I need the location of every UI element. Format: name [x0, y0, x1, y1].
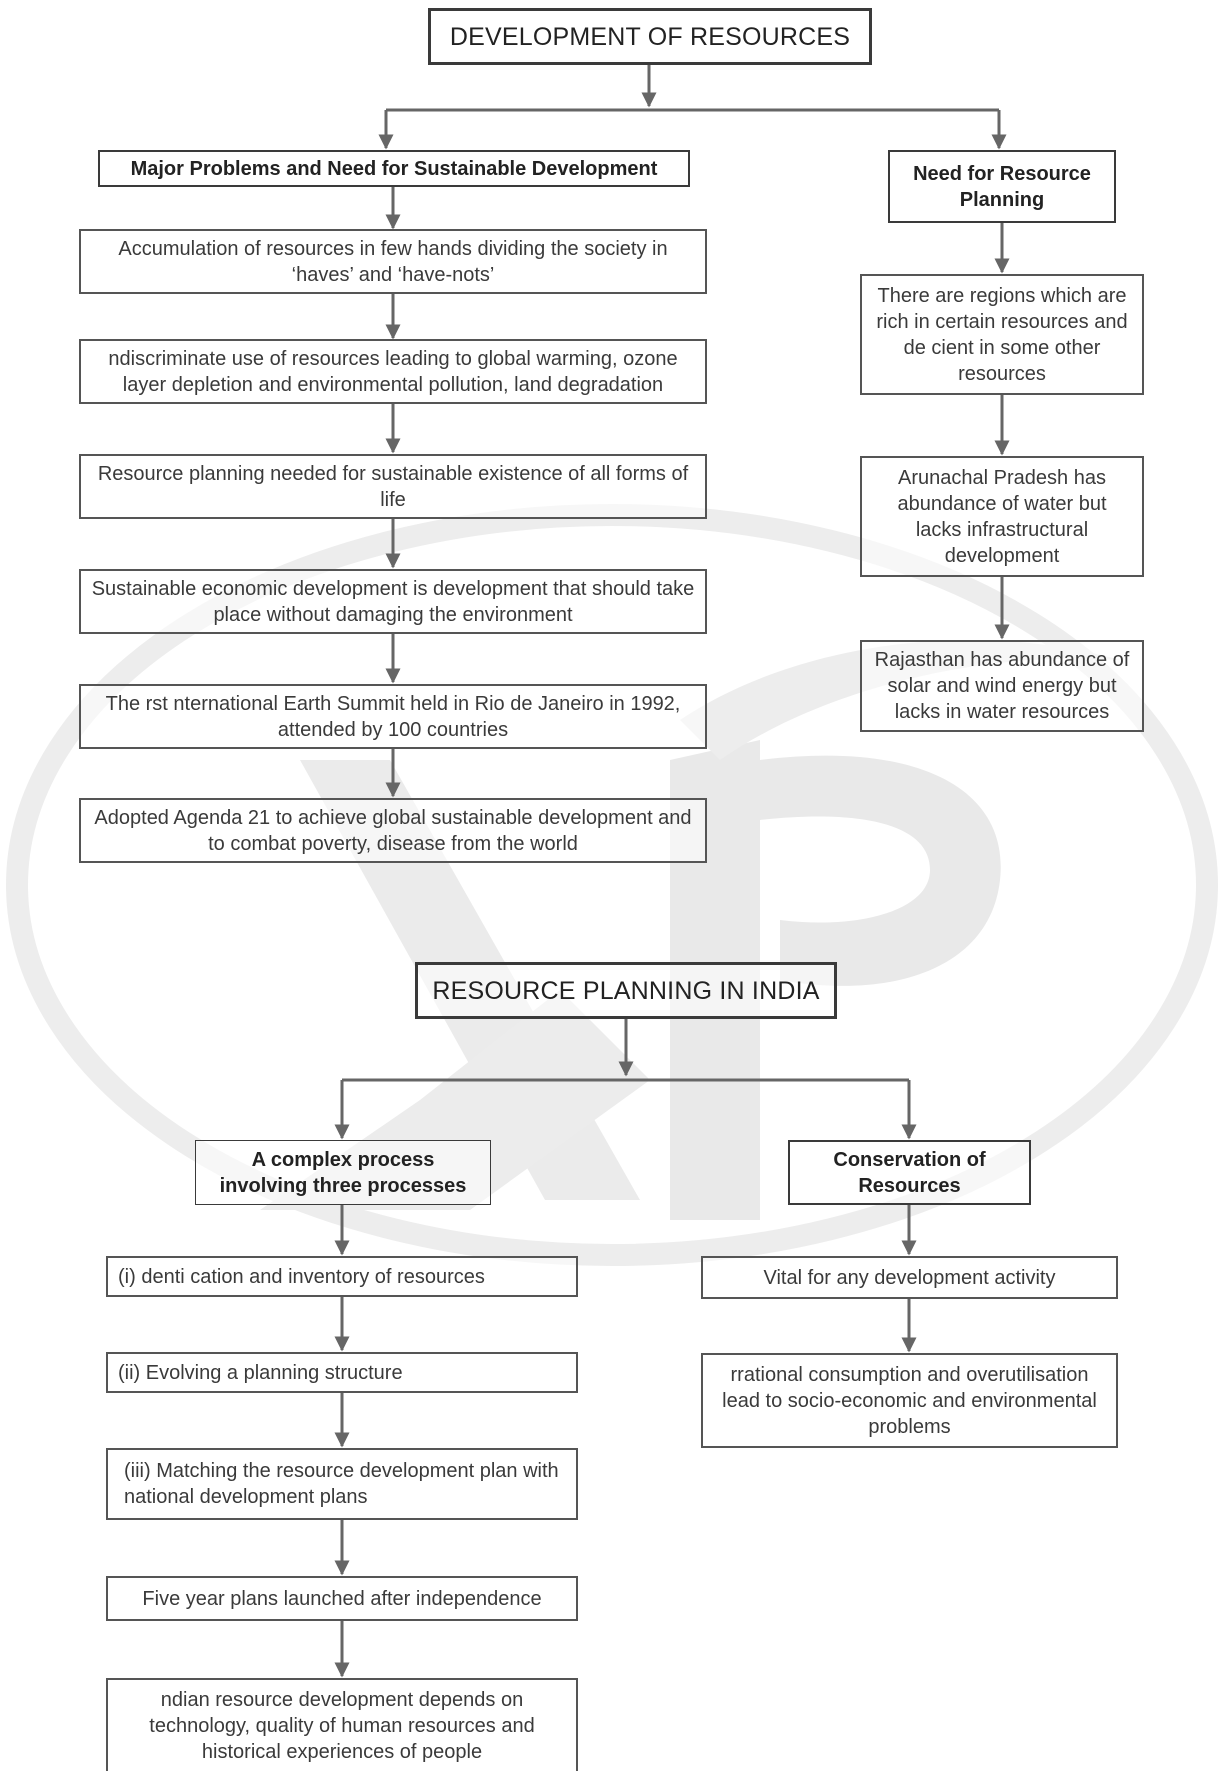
need-for-resource-planning-heading: Need for Resource Planning — [888, 150, 1116, 223]
bottom-right-step-2: rrational consumption and overutilisatio… — [701, 1353, 1118, 1448]
complex-process-heading: A complex process involving three proces… — [195, 1140, 491, 1205]
bottom-right-step-1: Vital for any development activity — [701, 1256, 1118, 1299]
top-right-step-2: Arunachal Pradesh has abundance of water… — [860, 456, 1144, 577]
development-of-resources-title: DEVELOPMENT OF RESOURCES — [428, 8, 872, 65]
resource-planning-in-india-title: RESOURCE PLANNING IN INDIA — [415, 962, 837, 1019]
top-left-step-5: The rst nternational Earth Summit held i… — [79, 684, 707, 749]
bottom-left-step-3: (iii) Matching the resource development … — [106, 1448, 578, 1520]
bottom-left-step-2: (ii) Evolving a planning structure — [106, 1352, 578, 1393]
top-left-step-1: Accumulation of resources in few hands d… — [79, 229, 707, 294]
bottom-left-step-5: ndian resource development depends on te… — [106, 1678, 578, 1771]
watermark-swoosh — [680, 640, 1120, 760]
top-left-step-2: ndiscriminate use of resources leading t… — [79, 339, 707, 404]
conservation-of-resources-heading: Conservation of Resources — [788, 1140, 1031, 1205]
top-left-step-3: Resource planning needed for sustainable… — [79, 454, 707, 519]
top-left-step-4: Sustainable economic development is deve… — [79, 569, 707, 634]
bottom-left-step-1: (i) denti cation and inventory of resour… — [106, 1256, 578, 1297]
top-right-step-1: There are regions which are rich in cert… — [860, 274, 1144, 395]
bottom-left-step-4: Five year plans launched after independe… — [106, 1576, 578, 1621]
top-right-step-3: Rajasthan has abundance of solar and win… — [860, 640, 1144, 732]
top-left-step-6: Adopted Agenda 21 to achieve global sust… — [79, 798, 707, 863]
major-problems-heading: Major Problems and Need for Sustainable … — [98, 150, 690, 187]
